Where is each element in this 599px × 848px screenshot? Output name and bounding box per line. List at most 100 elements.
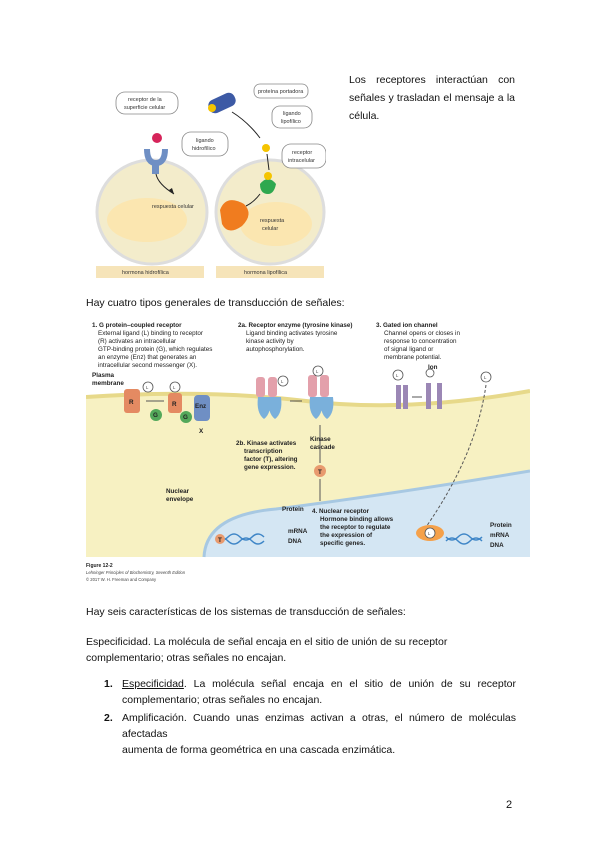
- svg-text:the expression of: the expression of: [320, 532, 373, 539]
- svg-text:Lehninger Principles of Bioche: Lehninger Principles of Biochemistry, Se…: [86, 570, 186, 575]
- svg-text:membrane: membrane: [92, 380, 124, 387]
- section2-title: Hay seis características de los sistemas…: [86, 606, 406, 618]
- svg-text:Protein: Protein: [282, 506, 304, 513]
- svg-text:DNA: DNA: [490, 542, 504, 549]
- svg-text:specific genes.: specific genes.: [320, 540, 365, 547]
- intracellular-receptor-icon: [260, 172, 276, 194]
- nucleus-left: [107, 198, 187, 242]
- label-bar-lipo: [216, 266, 324, 278]
- svg-text:G: G: [183, 414, 188, 421]
- surface-receptor-icon: [144, 148, 168, 174]
- lipophilic-ligand-icon: [262, 144, 270, 152]
- list-item: 2. Amplificación. Cuando unas enzimas ac…: [104, 712, 516, 756]
- transcription-factor-icon: [314, 465, 326, 477]
- callout-intracellular-receptor: receptor intracelular: [281, 143, 326, 169]
- svg-text:transcription: transcription: [244, 448, 283, 455]
- svg-text:Enz: Enz: [195, 403, 206, 410]
- orange-protein-icon: [220, 200, 249, 231]
- section1-title: Hay cuatro tipos generales de transducci…: [86, 297, 345, 309]
- intro-text: Los receptores interactúan con señales y…: [349, 74, 515, 122]
- list-item: 1. Especificidad. La molécula señal enca…: [104, 678, 516, 706]
- svg-text:DNA: DNA: [288, 538, 302, 545]
- svg-text:4. Nuclear receptor: 4. Nuclear receptor: [312, 508, 370, 515]
- svg-text:response to concentration: response to concentration: [384, 338, 457, 345]
- svg-text:(R) activates an intracellular: (R) activates an intracellular: [98, 338, 176, 345]
- svg-text:hormona hidrofílica: hormona hidrofílica: [122, 270, 170, 276]
- specificity-term: Especificidad: [122, 678, 184, 690]
- svg-text:T: T: [318, 469, 322, 476]
- svg-text:1. G protein–coupled receptor: 1. G protein–coupled receptor: [92, 322, 182, 329]
- svg-text:mRNA: mRNA: [490, 532, 510, 539]
- svg-text:Nuclear: Nuclear: [166, 488, 190, 495]
- svg-text:receptor: receptor: [292, 150, 312, 156]
- svg-text:Channel opens or closes in: Channel opens or closes in: [384, 330, 460, 337]
- svg-text:G: G: [153, 412, 158, 419]
- svg-text:L: L: [484, 375, 487, 380]
- svg-text:hidrofílico: hidrofílico: [192, 146, 216, 152]
- svg-text:L: L: [146, 385, 149, 390]
- svg-text:T: T: [218, 537, 222, 544]
- svg-text:Hormone binding allows: Hormone binding allows: [320, 516, 394, 523]
- svg-text:2a. Receptor enzyme (tyrosine: 2a. Receptor enzyme (tyrosine kinase): [238, 322, 352, 329]
- svg-text:GTP-binding protein (G), which: GTP-binding protein (G), which regulates: [98, 346, 212, 353]
- svg-text:an enzyme (Enz) that generates: an enzyme (Enz) that generates an: [98, 354, 197, 361]
- svg-text:2b. Kinase activates: 2b. Kinase activates: [236, 440, 297, 447]
- dna-left-icon: T: [215, 533, 265, 545]
- svg-text:kinase activity by: kinase activity by: [246, 338, 294, 345]
- svg-text:intracellular second messenger: intracellular second messenger (X).: [98, 362, 197, 369]
- svg-text:proteína portadora: proteína portadora: [258, 89, 304, 95]
- tyrosine-kinase-icon: L L: [256, 365, 334, 419]
- dna-right-icon: L: [416, 525, 483, 545]
- svg-text:receptor de la: receptor de la: [128, 97, 163, 103]
- nucleus-region: [204, 471, 530, 557]
- svg-text:X: X: [199, 428, 204, 435]
- svg-text:L: L: [428, 531, 431, 536]
- svg-text:Protein: Protein: [490, 522, 512, 529]
- figure-signal-transduction: 1. G protein–coupled receptor External l…: [86, 315, 530, 582]
- svg-text:respuesta celular: respuesta celular: [152, 204, 194, 210]
- svg-text:envelope: envelope: [166, 496, 194, 503]
- svg-text:cascade: cascade: [310, 444, 335, 451]
- svg-text:ligando: ligando: [196, 138, 214, 144]
- svg-text:respuesta: respuesta: [260, 218, 285, 224]
- svg-text:Plasma: Plasma: [92, 372, 115, 379]
- callout-lipophilic-ligand: ligando lipofílico: [271, 105, 313, 129]
- svg-text:R: R: [172, 401, 177, 408]
- svg-text:autophosphorylation.: autophosphorylation.: [246, 346, 305, 353]
- svg-text:lipofílico: lipofílico: [281, 119, 301, 125]
- svg-text:L: L: [316, 369, 319, 374]
- carrier-protein-icon: [208, 92, 236, 114]
- label-bar-hydro: [96, 266, 204, 278]
- svg-text:mRNA: mRNA: [288, 528, 308, 535]
- page-number: 2: [506, 799, 513, 811]
- specificity-paragraph: Especificidad. La molécula de señal enca…: [86, 636, 448, 664]
- svg-text:External ligand (L) binding to: External ligand (L) binding to receptor: [98, 330, 203, 337]
- svg-text:intracelular: intracelular: [288, 158, 315, 164]
- svg-text:the receptor to regulate: the receptor to regulate: [320, 524, 391, 531]
- svg-text:of signal ligand or: of signal ligand or: [384, 346, 433, 353]
- ion-channel-icon: L Ion: [392, 364, 442, 409]
- hydrophilic-ligand-icon: [152, 133, 162, 143]
- svg-text:Figure 12-2: Figure 12-2: [86, 563, 113, 569]
- characteristics-list: 1. Especificidad. La molécula señal enca…: [104, 676, 516, 758]
- figure-hormone-types: receptor de la superficie celular proteí…: [95, 83, 326, 278]
- callout-carrier-protein: proteína portadora: [253, 83, 309, 99]
- svg-text:membrane potential.: membrane potential.: [384, 354, 442, 361]
- svg-text:gene expression.: gene expression.: [244, 464, 296, 471]
- svg-text:superficie celular: superficie celular: [124, 105, 165, 111]
- svg-text:L: L: [396, 373, 399, 378]
- svg-text:hormona lipofílica: hormona lipofílica: [244, 270, 288, 276]
- svg-text:Ion: Ion: [428, 364, 438, 371]
- svg-text:R: R: [129, 399, 134, 406]
- svg-text:3. Gated ion channel: 3. Gated ion channel: [376, 322, 438, 329]
- svg-text:© 2017 W. H. Freeman and Compa: © 2017 W. H. Freeman and Company: [86, 577, 157, 582]
- callout-receptor-surface: receptor de la superficie celular: [115, 91, 179, 115]
- svg-text:L: L: [281, 379, 284, 384]
- svg-text:celular: celular: [262, 226, 278, 232]
- plasma-membrane-line: [86, 389, 530, 408]
- callout-hydrophilic-ligand: ligando hidrofílico: [181, 131, 229, 157]
- svg-text:ligando: ligando: [283, 111, 301, 117]
- svg-text:Kinase: Kinase: [310, 436, 331, 443]
- svg-text:Ligand binding activates tyros: Ligand binding activates tyrosine: [246, 330, 338, 337]
- svg-text:L: L: [173, 385, 176, 390]
